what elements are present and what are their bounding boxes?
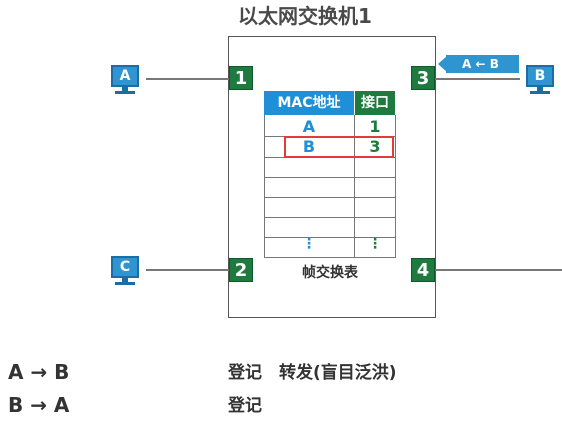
table-grid-line bbox=[264, 177, 396, 178]
flow-label: B → A bbox=[8, 393, 70, 417]
monitor-base bbox=[115, 91, 135, 94]
frame-arrow-icon bbox=[438, 55, 448, 73]
host-a-label: A bbox=[119, 68, 131, 84]
host-b-label: B bbox=[534, 68, 546, 84]
table-grid-line bbox=[264, 217, 396, 218]
flow-action: 登记 转发(盲目泛洪) bbox=[228, 363, 397, 383]
port-4[interactable]: 4 bbox=[411, 258, 435, 282]
switch-title: 以太网交换机1 bbox=[238, 4, 372, 28]
host-b[interactable]: B bbox=[522, 65, 558, 101]
table-grid-line bbox=[264, 197, 396, 198]
table-cell-mac: B bbox=[302, 137, 316, 156]
monitor-stand bbox=[122, 87, 128, 91]
port-2[interactable]: 2 bbox=[229, 258, 253, 282]
monitor-icon: C bbox=[111, 256, 139, 278]
table-grid-line bbox=[354, 115, 355, 258]
table-ellipsis: ⋮ bbox=[368, 236, 382, 252]
highlight-row-b bbox=[284, 136, 394, 158]
host-c-label: C bbox=[119, 259, 131, 275]
table-grid-line bbox=[264, 237, 396, 238]
frame-tag: A ← B bbox=[446, 55, 519, 73]
table-grid-line bbox=[264, 257, 396, 258]
monitor-stand bbox=[537, 87, 543, 91]
monitor-base bbox=[115, 282, 135, 285]
table-cell-mac: A bbox=[302, 117, 316, 136]
table-caption: 帧交换表 bbox=[302, 265, 358, 281]
port-1[interactable]: 1 bbox=[229, 66, 253, 90]
table-grid-line bbox=[395, 115, 396, 258]
flow-label: A → B bbox=[8, 360, 70, 384]
monitor-stand bbox=[122, 278, 128, 282]
table-header-port: 接口 bbox=[355, 91, 395, 115]
table-cell-port: 3 bbox=[369, 137, 381, 156]
table-cell-port: 1 bbox=[369, 117, 381, 136]
port-3[interactable]: 3 bbox=[411, 66, 435, 90]
table-header-mac: MAC地址 bbox=[264, 91, 354, 115]
wire-port-2 bbox=[146, 269, 229, 271]
host-a[interactable]: A bbox=[107, 65, 143, 101]
wire-port-3 bbox=[435, 78, 520, 80]
wire-port-1 bbox=[146, 78, 229, 80]
table-ellipsis: ⋮ bbox=[302, 236, 316, 252]
wire-port-4 bbox=[435, 269, 562, 271]
monitor-icon: B bbox=[526, 65, 554, 87]
host-c[interactable]: C bbox=[107, 256, 143, 292]
table-grid-line bbox=[264, 115, 265, 258]
monitor-icon: A bbox=[111, 65, 139, 87]
flow-action: 登记 bbox=[228, 396, 262, 416]
monitor-base bbox=[530, 91, 550, 94]
